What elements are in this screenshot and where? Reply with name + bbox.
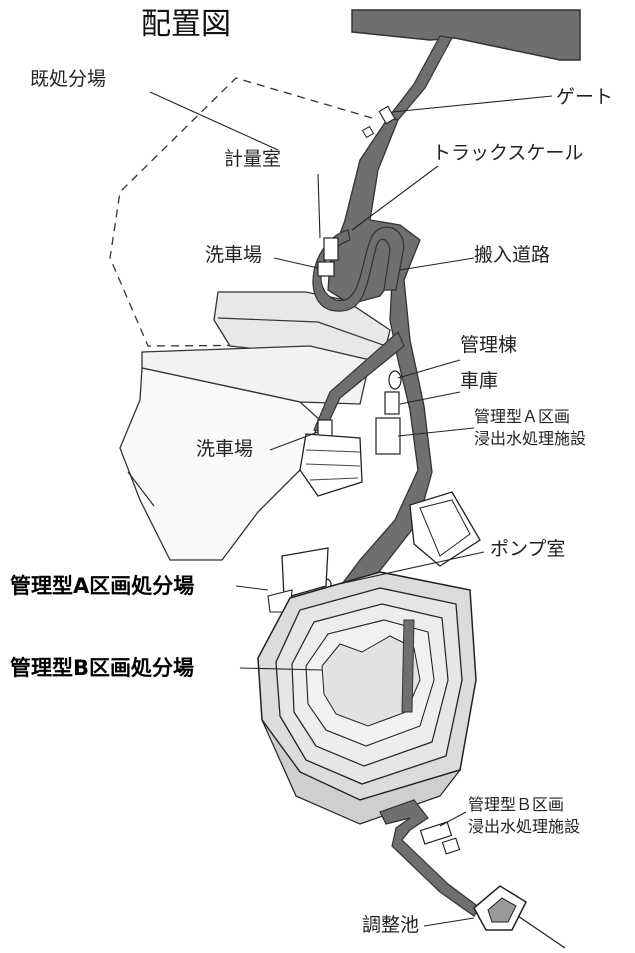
lower-road <box>379 799 481 917</box>
garage <box>384 391 400 415</box>
label-b-leachate-line1: 管理型Ｂ区画 <box>468 795 565 814</box>
a-leachate-facility <box>375 417 401 455</box>
label-a-disposal-site: 管理型A区画処分場 <box>10 574 195 598</box>
label-upper-car-wash: 洗車場 <box>205 244 263 266</box>
management-building <box>388 370 402 390</box>
lower-ground <box>119 367 321 561</box>
outflow-channel <box>517 915 566 949</box>
label-pump-room: ポンプ室 <box>490 538 566 560</box>
label-adjustment-pond: 調整池 <box>362 914 420 936</box>
label-truck-scale: トラックスケール <box>432 142 584 164</box>
upper-car-wash <box>317 261 335 277</box>
existing-site-outline <box>109 77 373 347</box>
label-a-leachate-line2: 浸出水処理施設 <box>474 428 587 448</box>
label-b-disposal-site: 管理型B区画処分場 <box>10 656 195 680</box>
top-road <box>351 9 581 61</box>
label-b-leachate-line2: 浸出水処理施設 <box>468 816 581 836</box>
b-leachate-facility <box>419 821 453 845</box>
label-garage: 車庫 <box>460 370 499 392</box>
label-gate: ゲート <box>556 86 614 108</box>
leader-lines <box>127 91 553 927</box>
loop-road <box>312 226 405 312</box>
label-b-leachate-facility: 管理型Ｂ区画 浸出水処理施設 <box>468 794 580 837</box>
label-a-leachate-line1: 管理型Ａ区画 <box>474 407 571 426</box>
gate-marker <box>378 105 396 125</box>
pump-room-block <box>409 491 481 567</box>
label-management-building: 管理棟 <box>460 334 518 356</box>
label-a-leachate-facility: 管理型Ａ区画 浸出水処理施設 <box>474 406 586 449</box>
lower-car-wash <box>317 419 333 437</box>
label-lower-car-wash: 洗車場 <box>196 438 254 460</box>
label-existing-disposal-site: 既処分場 <box>30 68 107 90</box>
weighing-room <box>323 237 339 261</box>
b-disposal-floor <box>321 635 421 727</box>
label-weighing-room: 計量室 <box>224 148 282 170</box>
label-access-road: 搬入道路 <box>474 244 551 266</box>
diagram-title: 配置図 <box>141 7 231 42</box>
a-disposal-block <box>281 547 329 599</box>
b-internal-road <box>401 619 415 713</box>
